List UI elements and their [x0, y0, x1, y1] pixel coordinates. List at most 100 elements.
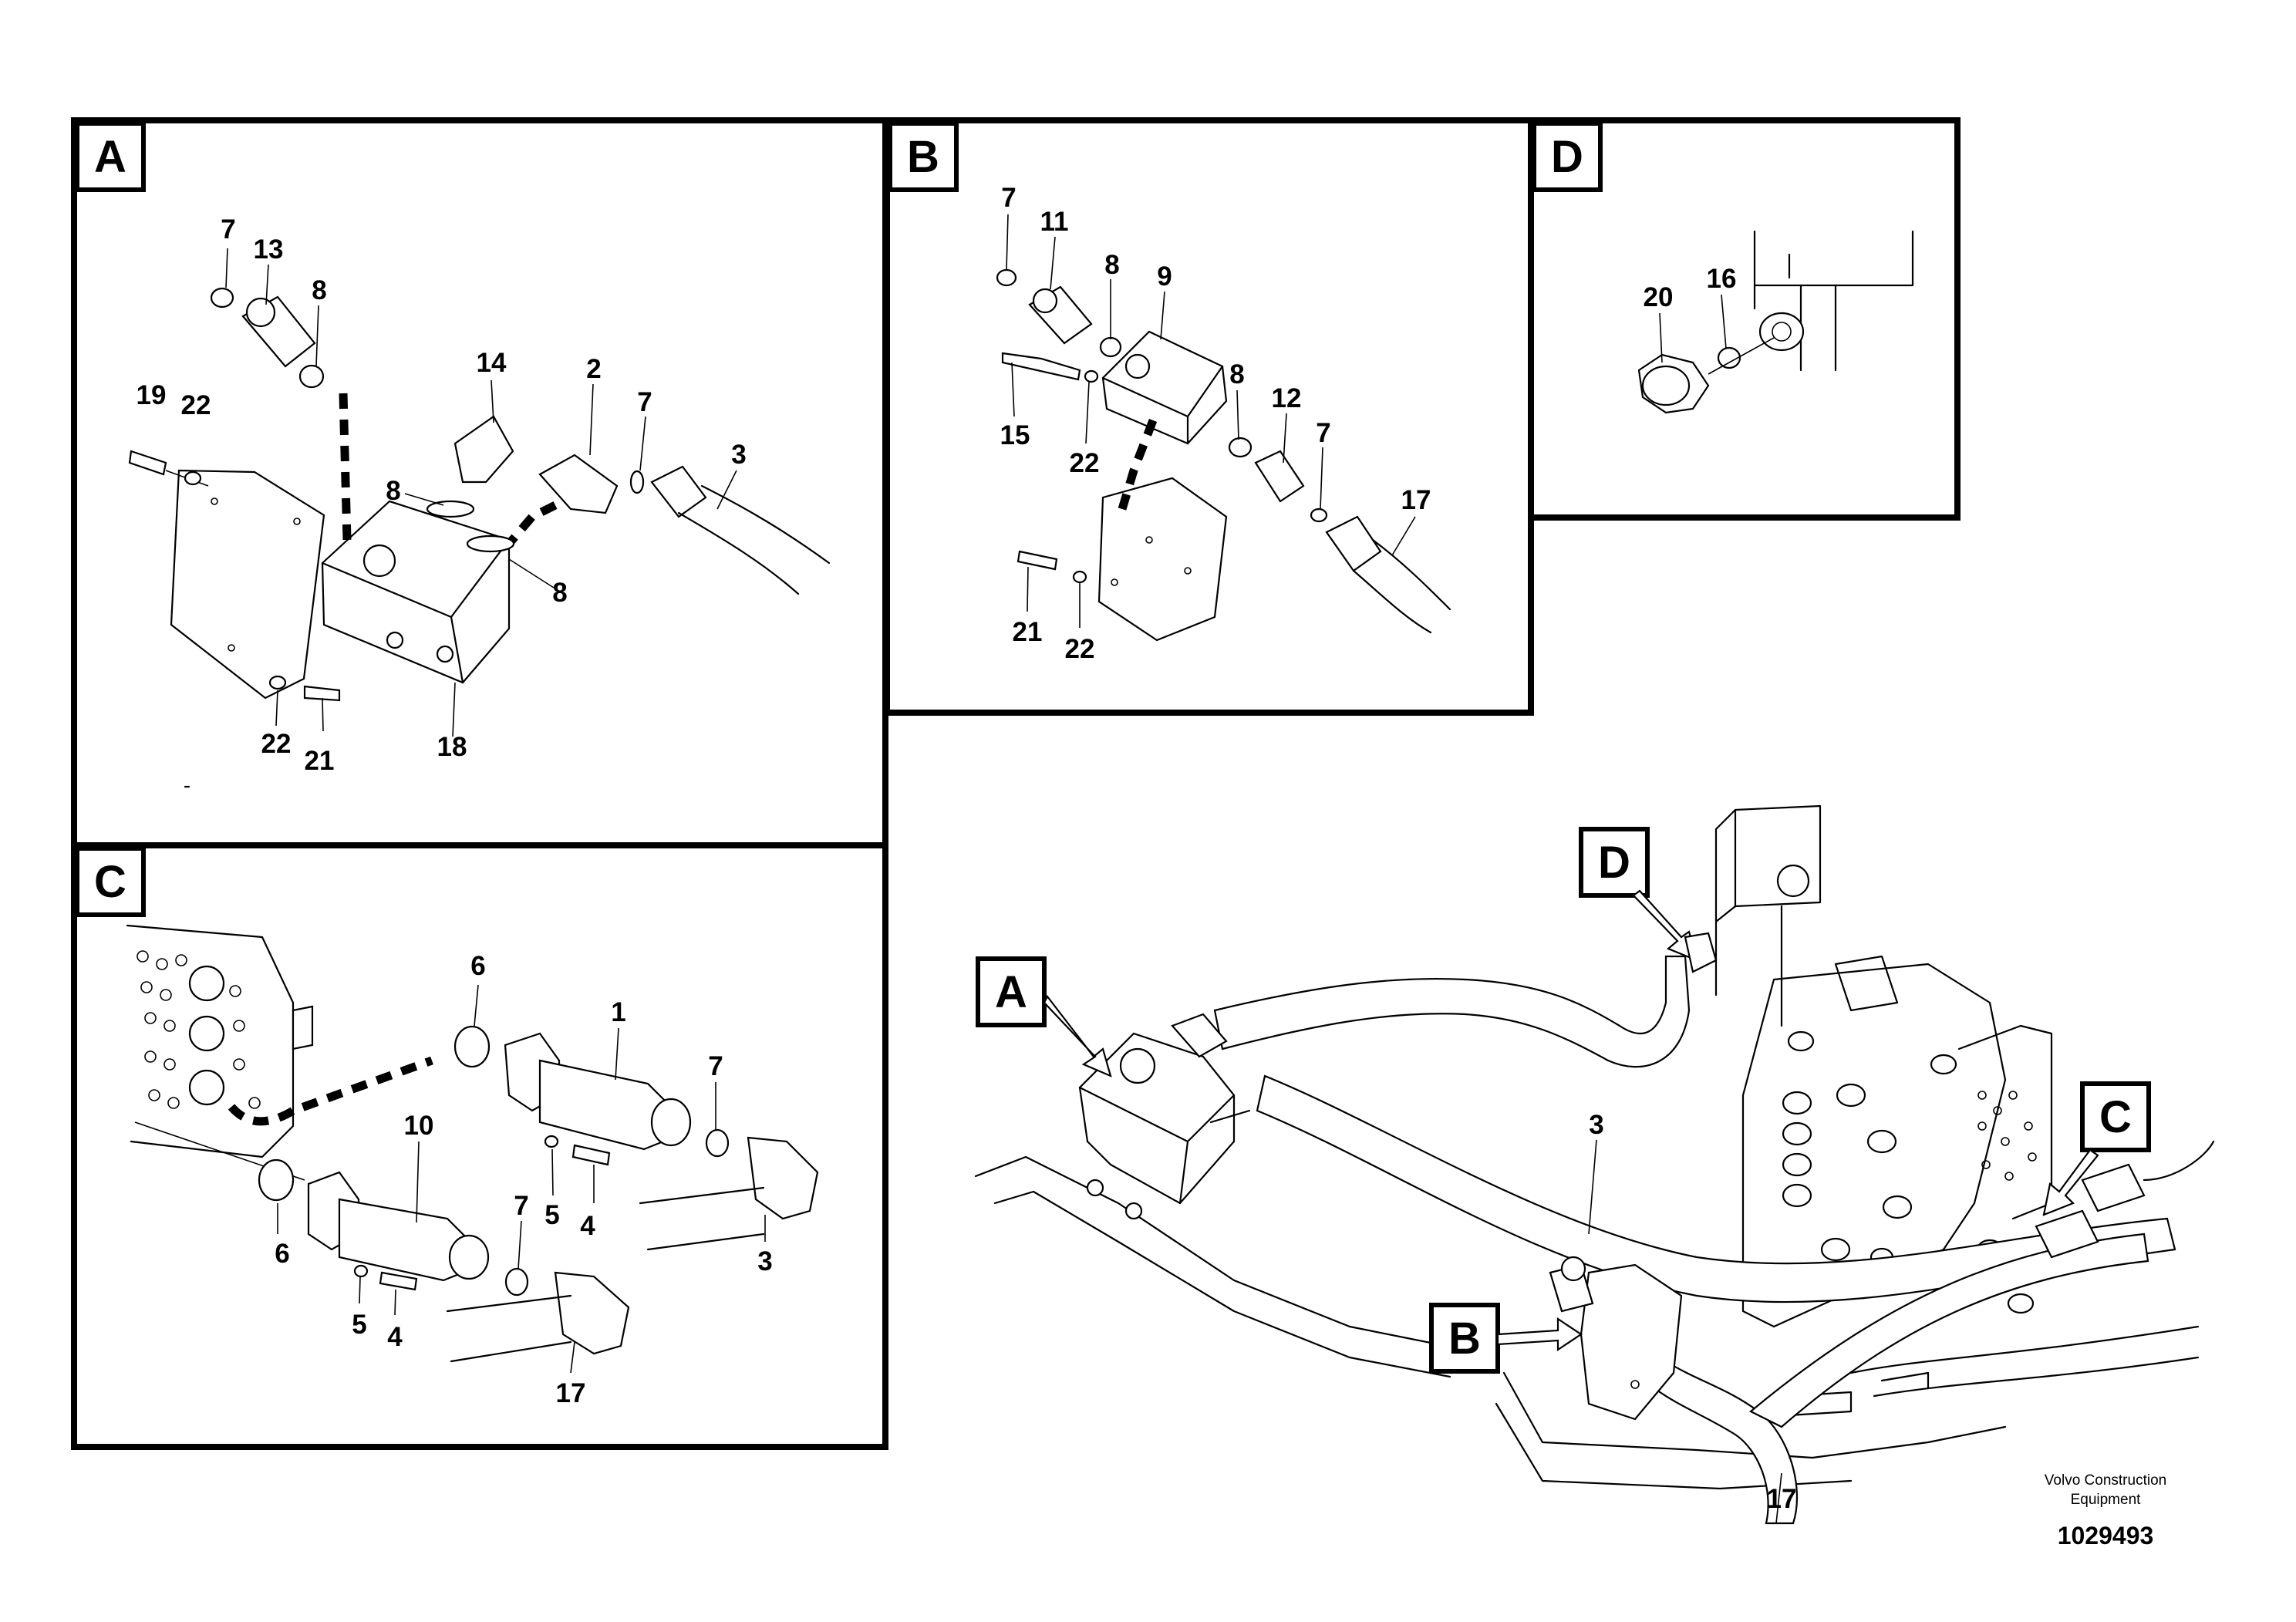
callout-b-11: 11 [1040, 207, 1069, 237]
mounting-plate-a [170, 469, 325, 700]
washer-22b [268, 675, 287, 690]
bolt-21b [1017, 550, 1058, 571]
callout-b-15: 15 [1000, 420, 1030, 450]
callout-b-7b: 7 [1316, 418, 1330, 448]
arrow-c [2042, 1148, 2099, 1216]
callout-c-6: 6 [470, 951, 485, 981]
overview-tag-a-box [976, 956, 1047, 1027]
washer-22a [184, 470, 202, 486]
fitting-12 [1254, 450, 1305, 503]
o-ring-7b [629, 470, 645, 494]
plug-d-overview [1684, 932, 1718, 973]
hose-17 [1653, 1360, 1799, 1525]
hose-elbow-17 [554, 1271, 630, 1355]
callout-c-4b: 4 [387, 1322, 403, 1352]
callout-b-22: 22 [1070, 448, 1100, 478]
bolt-4a [571, 1144, 611, 1166]
o-ring-7f [504, 1267, 529, 1297]
o-ring-7a [210, 287, 234, 309]
washer-5a [544, 1135, 559, 1148]
callout-b-17: 17 [1401, 485, 1431, 515]
hose-3 [1256, 1074, 2176, 1303]
panel-c: C [71, 842, 888, 1450]
panel-c-frame [71, 842, 888, 1450]
overview-tag-d: D [1598, 838, 1630, 888]
hose-end-17 [1325, 515, 1382, 572]
mounting-plate-b [1097, 477, 1228, 642]
panel-a: A [71, 117, 888, 848]
main-control-valve [1741, 963, 2007, 1328]
callout-c-10: 10 [404, 1111, 434, 1141]
drawing-number: 1029493 [2058, 1522, 2154, 1549]
overview-tag-c-box [2080, 1081, 2151, 1152]
callout-a-2: 2 [586, 354, 601, 384]
arrow-b [1496, 1317, 1583, 1352]
panel-d-frame [1528, 117, 1961, 521]
arrow-a [1043, 994, 1112, 1077]
panel-c-label: C [94, 857, 126, 907]
panel-d: D 20 16 [1528, 117, 1961, 521]
brand-line-2: Equipment [2071, 1492, 2142, 1508]
o-ring-8d [1099, 336, 1122, 358]
flange-c-overview [2035, 1209, 2099, 1259]
o-ring-8e [1228, 437, 1253, 458]
callout-a-22b: 22 [261, 729, 292, 759]
callout-a-14: 14 [477, 348, 507, 378]
aux-valve-box [1734, 804, 1822, 908]
callout-a-8c: 8 [552, 578, 567, 608]
valve-block-b-overview [1580, 1263, 1683, 1421]
callout-c-5b: 5 [352, 1310, 366, 1340]
panel-d-label: D [1551, 132, 1583, 182]
o-ring-6a [453, 1025, 491, 1068]
panel-b: B [884, 117, 1534, 716]
washer-5b [353, 1264, 369, 1278]
callout-overview-17: 17 [1767, 1484, 1797, 1514]
panel-a-label: A [94, 132, 126, 182]
valve-ports-overview [1782, 1030, 2035, 1314]
o-ring-6b [258, 1158, 295, 1202]
o-ring-7d [1310, 508, 1328, 523]
dash-line-a2 [505, 501, 558, 547]
brand-line-1: Volvo Construction [2045, 1472, 2166, 1489]
callout-b-22b: 22 [1065, 634, 1095, 664]
valve-body-d [1753, 230, 1914, 287]
panel-d-label-box [1532, 121, 1603, 192]
bolt-21 [303, 685, 341, 702]
hose-elbow-3 [747, 1136, 819, 1220]
elbow-14 [453, 415, 514, 484]
overview-tag-a: A [995, 967, 1027, 1017]
bolt-15 [1001, 352, 1081, 381]
callout-a-7: 7 [221, 214, 235, 244]
callout-b-7: 7 [1001, 183, 1016, 213]
callout-a-19: 19 [137, 380, 167, 410]
callout-c-7: 7 [708, 1051, 723, 1081]
dash-line-c [228, 1056, 433, 1126]
washer-22d [1072, 570, 1087, 584]
callout-overview-3: 3 [1589, 1110, 1603, 1140]
frame-rail-1 [974, 1155, 1467, 1351]
tube-1 [538, 1059, 673, 1151]
dash-line-a1 [339, 393, 352, 541]
callout-c-4: 4 [580, 1211, 595, 1241]
callout-c-6b: 6 [275, 1239, 289, 1269]
callout-a-22: 22 [181, 390, 211, 420]
overview-tag-b: B [1448, 1313, 1481, 1364]
port-face-d [1758, 312, 1805, 352]
callout-b-8: 8 [1104, 250, 1119, 280]
valve-block-18 [321, 500, 511, 684]
callout-d-20: 20 [1644, 282, 1674, 312]
overview-assembly: 3 17 A B C D [974, 804, 2215, 1525]
callout-c-3: 3 [757, 1246, 772, 1276]
callout-a-3: 3 [731, 440, 746, 470]
panel-b-label-box [888, 121, 959, 192]
callout-b-9: 9 [1157, 261, 1172, 292]
hose-3-upper [1213, 955, 1691, 1068]
valve-block-a-overview [1078, 1032, 1236, 1205]
callout-a-7b: 7 [637, 387, 652, 417]
elbow-2 [538, 454, 619, 514]
callout-c-17: 17 [556, 1378, 586, 1408]
footer: Volvo Construction Equipment 1029493 [2045, 1472, 2166, 1549]
washer-22c [1084, 369, 1099, 383]
callout-b-12: 12 [1272, 383, 1302, 413]
